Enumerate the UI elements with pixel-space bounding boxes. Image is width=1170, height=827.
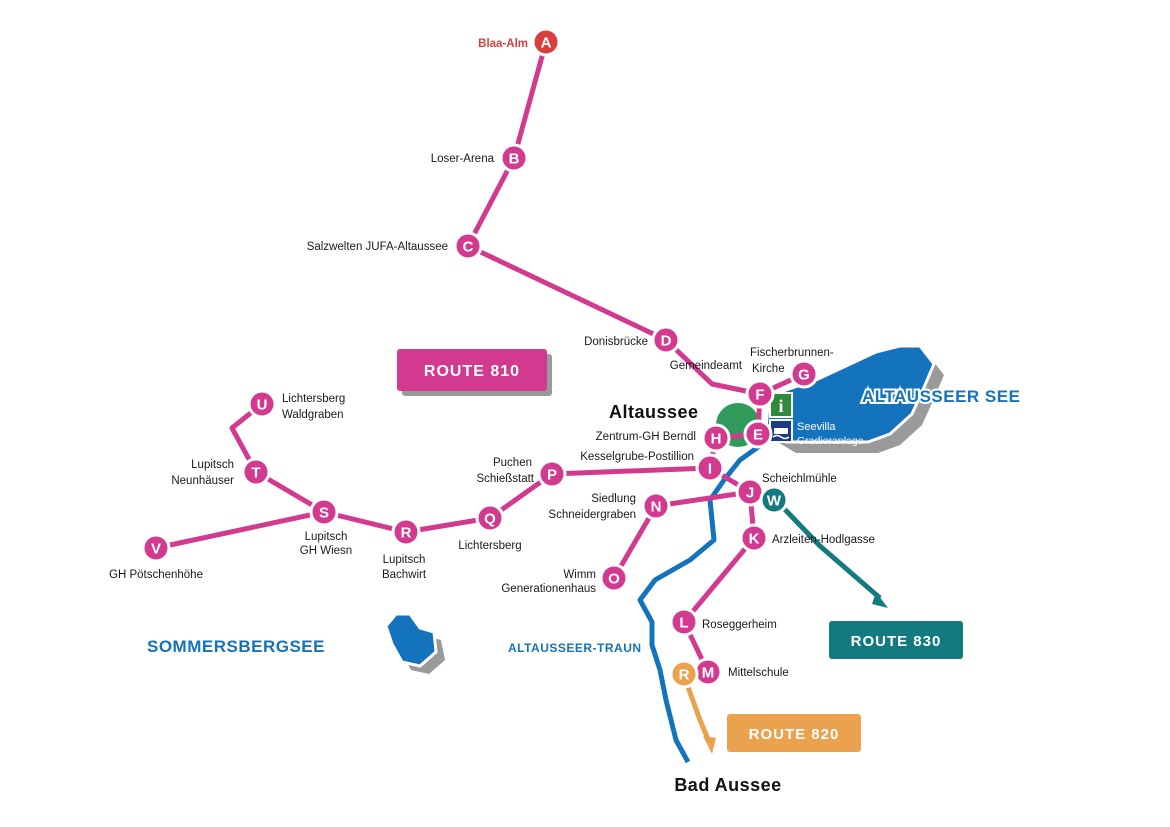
stop-d[interactable]: D xyxy=(651,325,681,355)
label-p-2: Schießstatt xyxy=(476,473,534,485)
label-o-2: Generationenhaus xyxy=(501,583,596,595)
sommersbergsee-label: SOMMERSBERGSEE xyxy=(147,637,325,656)
stop-b[interactable]: B xyxy=(499,143,529,173)
label-t: Lupitsch xyxy=(191,459,234,471)
svg-text:K: K xyxy=(749,531,760,548)
label-m: Mittelschule xyxy=(728,667,789,679)
stop-u[interactable]: U xyxy=(247,389,277,419)
label-g: Fischerbrunnen- xyxy=(750,347,834,359)
svg-text:B: B xyxy=(509,151,520,168)
svg-text:W: W xyxy=(767,493,782,510)
route-820-line xyxy=(681,675,716,754)
svg-text:F: F xyxy=(755,387,764,404)
sommersbergsee-lake xyxy=(384,612,445,674)
stop-s[interactable]: S xyxy=(309,497,339,527)
label-v: GH Pötschenhöhe xyxy=(109,569,203,581)
stop-r-route-820[interactable]: R xyxy=(669,659,699,689)
stop-w[interactable]: W xyxy=(759,485,789,515)
stop-e[interactable]: E xyxy=(743,419,773,449)
svg-text:C: C xyxy=(463,239,474,256)
route-830-badge: ROUTE 830 xyxy=(829,621,963,659)
label-n-2: Schneidergraben xyxy=(548,509,636,521)
stop-j[interactable]: J xyxy=(735,477,765,507)
label-s: Lupitsch xyxy=(305,531,348,543)
label-t-2: Neunhäuser xyxy=(171,475,234,487)
svg-text:ROUTE 830: ROUTE 830 xyxy=(851,633,942,650)
svg-text:J: J xyxy=(746,485,754,502)
stop-o[interactable]: O xyxy=(599,563,629,593)
label-r-2: Bachwirt xyxy=(382,569,427,581)
label-b: Loser-Arena xyxy=(431,153,495,165)
gradieranlage-label: Gradieranlage xyxy=(797,435,864,447)
svg-text:A: A xyxy=(541,35,552,52)
stop-l[interactable]: L xyxy=(669,607,699,637)
label-j: Scheichlmühle xyxy=(762,473,837,485)
svg-text:P: P xyxy=(547,467,557,484)
route-810-badge: ROUTE 810 xyxy=(397,349,552,396)
stop-v[interactable]: V xyxy=(141,533,171,563)
svg-text:U: U xyxy=(257,397,268,414)
svg-text:i: i xyxy=(778,396,783,416)
altaussee-label: Altaussee xyxy=(609,402,699,422)
stop-i[interactable]: I xyxy=(695,453,725,483)
svg-text:R: R xyxy=(401,525,412,542)
stop-g[interactable]: G xyxy=(789,359,819,389)
svg-text:N: N xyxy=(651,499,662,516)
svg-text:O: O xyxy=(608,571,620,588)
label-k: Arzleiten-Hodlgasse xyxy=(772,534,875,546)
svg-text:R: R xyxy=(679,667,690,684)
label-o: Wimm xyxy=(563,569,596,581)
svg-text:Q: Q xyxy=(484,511,496,528)
svg-text:L: L xyxy=(679,615,688,632)
label-u: Lichtersberg xyxy=(282,393,345,405)
label-g-2: Kirche xyxy=(752,363,785,375)
label-a: Blaa-Alm xyxy=(478,38,528,50)
svg-text:V: V xyxy=(151,541,161,558)
seevilla-label: Seevilla xyxy=(797,421,836,433)
stop-a[interactable]: A xyxy=(531,27,561,57)
stop-p[interactable]: P xyxy=(537,459,567,489)
seevilla-icon xyxy=(769,419,793,443)
stop-h[interactable]: H xyxy=(701,423,731,453)
label-l: Roseggerheim xyxy=(702,619,777,631)
altausseer-see-label: ALTAUSSEER SEE xyxy=(862,387,1020,406)
label-i: Kesselgrube-Postillion xyxy=(580,451,694,463)
label-c: Salzwelten JUFA-Altaussee xyxy=(307,241,448,253)
svg-text:G: G xyxy=(798,367,810,384)
svg-text:I: I xyxy=(708,461,712,478)
svg-text:M: M xyxy=(702,665,715,682)
label-n: Siedlung xyxy=(591,493,636,505)
label-f: Gemeindeamt xyxy=(670,360,743,372)
label-h: Zentrum-GH Berndl xyxy=(596,431,696,443)
svg-text:S: S xyxy=(319,505,329,522)
label-p: Puchen xyxy=(493,457,532,469)
stop-f[interactable]: F xyxy=(745,379,775,409)
label-u-2: Waldgraben xyxy=(282,409,344,421)
stop-k[interactable]: K xyxy=(739,523,769,553)
stop-c[interactable]: C xyxy=(453,231,483,261)
svg-text:ROUTE 820: ROUTE 820 xyxy=(749,726,840,743)
stop-m[interactable]: M xyxy=(693,657,723,687)
label-q: Lichtersberg xyxy=(458,540,521,552)
label-r: Lupitsch xyxy=(383,554,426,566)
altausseer-traun-label: ALTAUSSEER-TRAUN xyxy=(508,641,642,655)
svg-text:ROUTE 810: ROUTE 810 xyxy=(424,363,520,380)
label-s-2: GH Wiesn xyxy=(300,545,352,557)
stop-q[interactable]: Q xyxy=(475,503,505,533)
svg-text:T: T xyxy=(251,465,260,482)
route-820-badge: ROUTE 820 xyxy=(727,714,861,752)
stop-n[interactable]: N xyxy=(641,491,671,521)
svg-text:D: D xyxy=(661,333,672,350)
stop-t[interactable]: T xyxy=(241,457,271,487)
svg-text:E: E xyxy=(753,427,763,444)
route-830-line xyxy=(770,494,888,608)
altausseer-traun-river xyxy=(637,437,770,764)
bad-aussee-label: Bad Aussee xyxy=(674,775,781,795)
svg-text:H: H xyxy=(711,431,722,448)
stop-r[interactable]: R xyxy=(391,517,421,547)
label-d: Donisbrücke xyxy=(584,336,648,348)
info-icon: i xyxy=(769,392,793,418)
